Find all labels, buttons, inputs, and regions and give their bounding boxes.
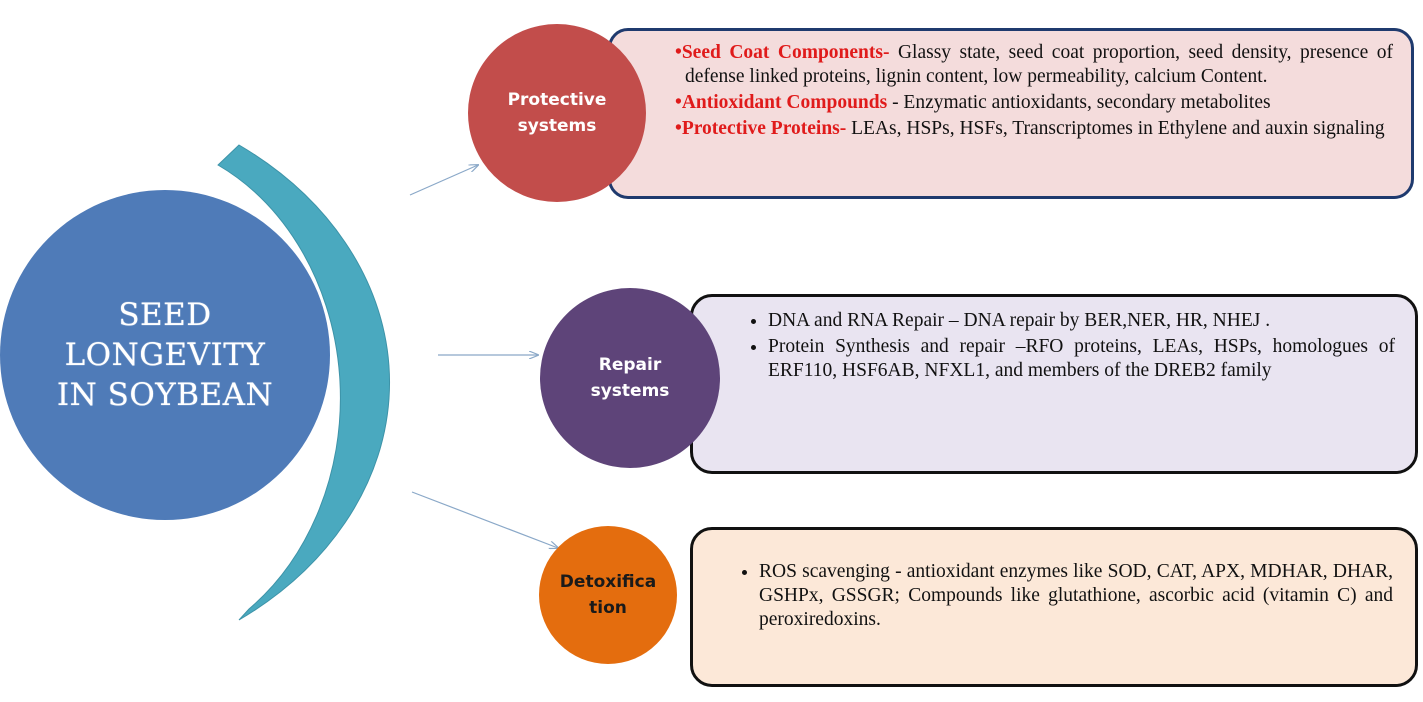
center-title-line-1: SEED (118, 297, 212, 333)
arrow-to-protective (409, 165, 478, 196)
protective-item-3-text: LEAs, HSPs, HSFs, Transcriptomes in Ethy… (846, 118, 1385, 139)
protective-item-2-head: •Antioxidant Compounds (675, 92, 888, 113)
repair-item-2: Protein Synthesis and repair –RFO protei… (768, 335, 1395, 383)
repair-list: DNA and RNA Repair – DNA repair by BER,N… (748, 309, 1395, 383)
detox-title-line-1: Detoxifica (559, 572, 657, 592)
detox-item-1: ROS scavenging - antioxidant enzymes lik… (759, 560, 1393, 632)
teal-arc (217, 144, 391, 621)
protective-item-3-head: •Protective Proteins- (675, 118, 847, 139)
protective-item-1-text: Glassy state, seed coat proportion, seed… (685, 42, 1393, 87)
detox-title-line-2: tion (589, 598, 627, 618)
center-title-line-2: LONGEVITY (64, 337, 266, 373)
repair-item-1: DNA and RNA Repair – DNA repair by BER,N… (768, 309, 1395, 333)
center-circle: SEED LONGEVITY IN SOYBEAN (0, 190, 330, 520)
protective-systems-box: •Seed Coat Components- Glassy state, see… (608, 28, 1414, 199)
protective-item-1-head: •Seed Coat Components- (675, 42, 890, 63)
repair-title-line-2: systems (590, 381, 670, 401)
protective-title-line-1: Protective (507, 90, 607, 110)
protective-item-3: •Protective Proteins- LEAs, HSPs, HSFs, … (675, 117, 1393, 141)
detoxification-circle: Detoxifica tion (539, 526, 677, 664)
arrow-to-detox (411, 491, 558, 548)
protective-item-1: •Seed Coat Components- Glassy state, see… (675, 41, 1393, 89)
repair-systems-circle: Repair systems (540, 288, 720, 468)
protective-title-line-2: systems (517, 116, 597, 136)
protective-systems-circle: Protective systems (468, 24, 646, 202)
protective-item-2: •Antioxidant Compounds - Enzymatic antio… (675, 91, 1393, 115)
repair-title-line-1: Repair (598, 355, 662, 375)
protective-item-2-text: - Enzymatic antioxidants, secondary meta… (887, 92, 1271, 113)
center-title-line-3: IN SOYBEAN (56, 377, 274, 413)
repair-systems-box: DNA and RNA Repair – DNA repair by BER,N… (690, 294, 1418, 474)
detoxification-box: ROS scavenging - antioxidant enzymes lik… (690, 527, 1418, 687)
detox-list: ROS scavenging - antioxidant enzymes lik… (739, 560, 1393, 632)
